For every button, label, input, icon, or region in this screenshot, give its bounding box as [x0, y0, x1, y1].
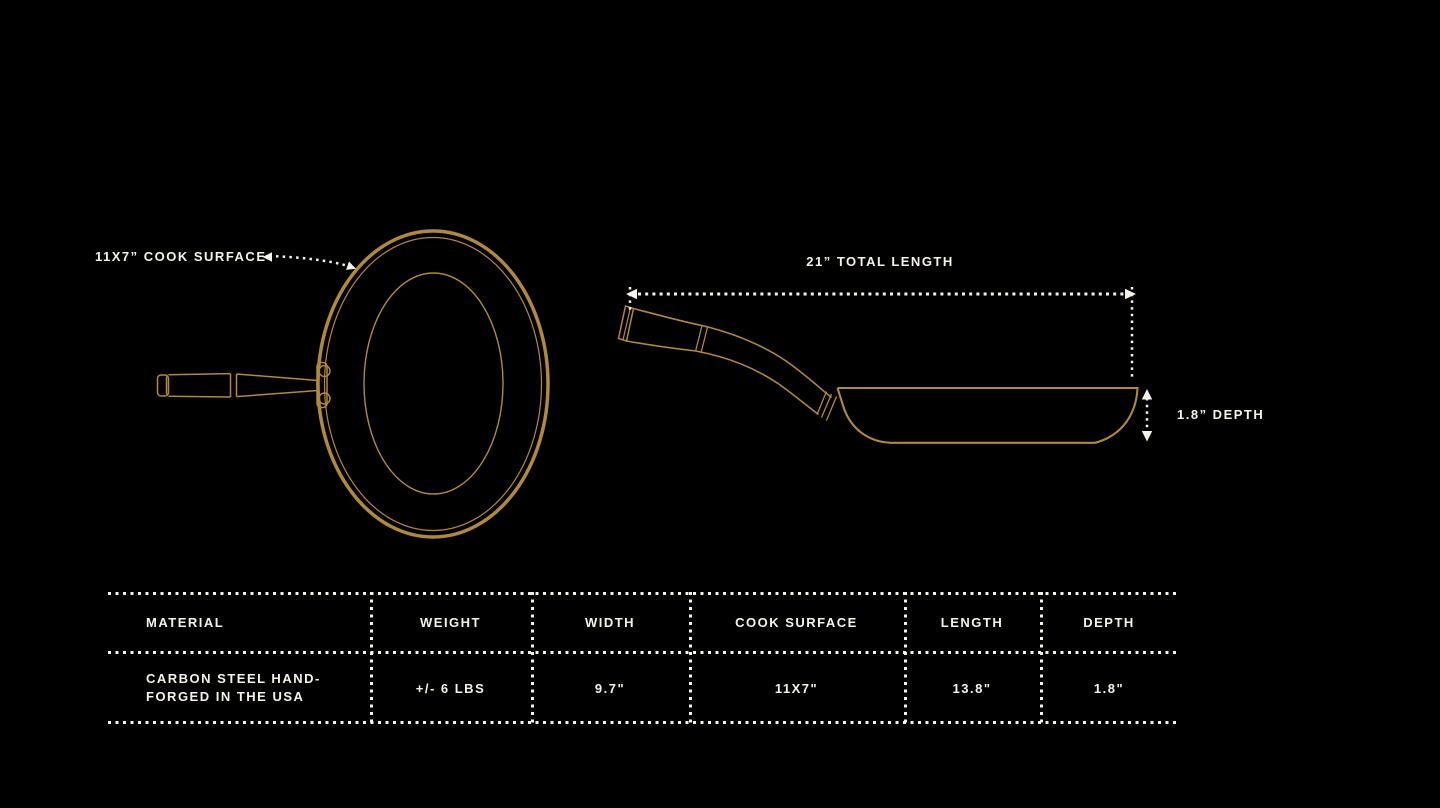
table-border-top [108, 592, 1178, 595]
total-length-dimension-line [626, 287, 1136, 379]
table-border-bottom [108, 721, 1178, 724]
pan-side-view-drawing [617, 305, 1139, 444]
table-col-divider-5 [1040, 592, 1043, 724]
leader-arrowhead-left [262, 252, 272, 262]
cook-surface-annotation: 11X7” COOK SURFACE [95, 249, 267, 264]
pan-inner-rim-line [323, 236, 543, 532]
value-width: 9.7" [594, 680, 626, 696]
cook-surface-leader-arrow [262, 252, 356, 270]
depth-dimension-arrow [1141, 389, 1153, 442]
table-col-divider-3 [689, 592, 692, 724]
value-weight: +/- 6 LBS [415, 680, 486, 696]
table-header-divider [108, 651, 1178, 654]
header-material: MATERIAL [146, 614, 225, 630]
leader-arrowhead-right [346, 261, 356, 270]
spec-table-header-row: MATERIAL WEIGHT WIDTH COOK SURFACE LENGT… [108, 592, 1178, 652]
table-col-divider-1 [370, 592, 373, 724]
pan-outer-rim [316, 229, 550, 539]
rivet-bottom [318, 392, 331, 405]
pan-top-view-drawing [156, 229, 550, 539]
value-cook-surface: 11X7" [774, 680, 819, 696]
handle-bracket-top-view [316, 361, 328, 409]
pan-bowl-profile [836, 386, 1139, 444]
total-length-annotation: 21” TOTAL LENGTH [806, 254, 954, 269]
handle-end-cap-top-view [156, 374, 170, 397]
handle-end-cap-side-view [617, 305, 635, 342]
spec-table-value-row: CARBON STEEL HAND-FORGED IN THE USA +/- … [108, 652, 1178, 724]
header-cook-surface: COOK SURFACE [735, 614, 858, 630]
rivet-top [318, 364, 331, 378]
depth-arrowhead-down [1141, 431, 1153, 442]
value-material-text: CARBON STEEL HAND-FORGED IN THE USA [146, 671, 321, 704]
cook-surface-oval [363, 272, 504, 495]
header-length: LENGTH [940, 614, 1004, 630]
handle-bracket-side-view [816, 391, 828, 415]
dimension-arrowhead-left [626, 288, 637, 300]
header-depth: DEPTH [1083, 614, 1135, 630]
table-col-divider-2 [531, 592, 534, 724]
header-width: WIDTH [584, 614, 636, 630]
value-length: 13.8" [952, 680, 992, 696]
value-material: CARBON STEEL HAND-FORGED IN THE USA [108, 652, 370, 724]
header-weight: WEIGHT [420, 614, 481, 630]
value-depth: 1.8" [1093, 680, 1125, 696]
spec-table: MATERIAL WEIGHT WIDTH COOK SURFACE LENGT… [108, 592, 1178, 724]
table-col-divider-4 [904, 592, 907, 724]
depth-arrowhead-up [1141, 389, 1153, 400]
dimension-arrowhead-right [1125, 288, 1136, 300]
depth-annotation: 1.8” DEPTH [1177, 407, 1265, 422]
